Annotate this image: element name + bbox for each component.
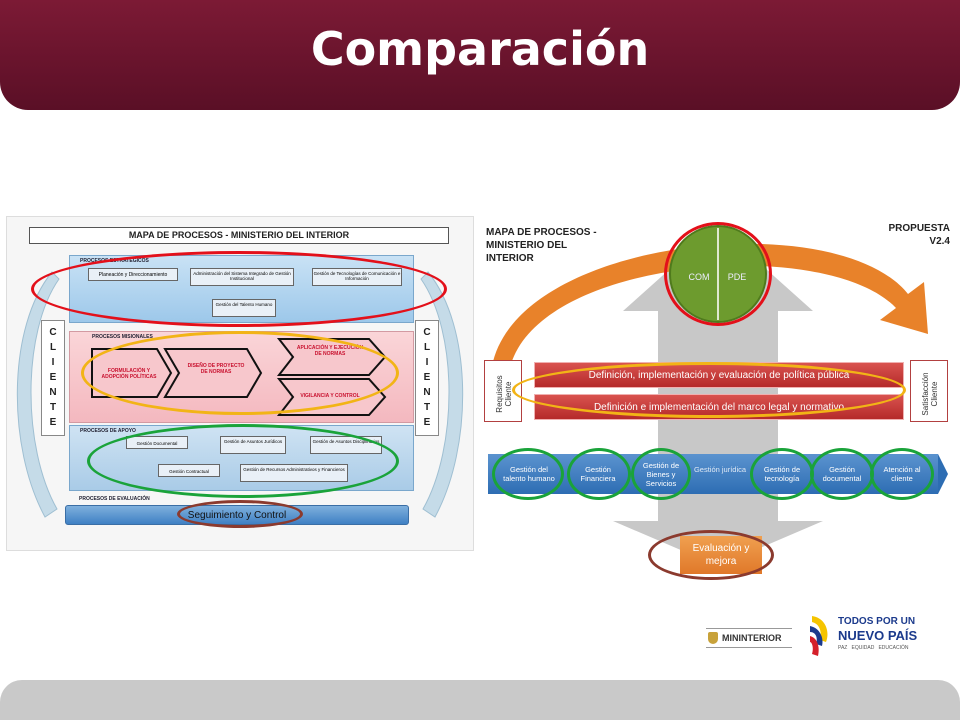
cliente-letters-left: C L I E N T E: [42, 325, 64, 430]
flag-yellow-stripe: [812, 616, 828, 642]
cliente-letter: C: [423, 327, 431, 338]
cliente-letter: L: [49, 342, 57, 353]
cliente-column-right: C L I E N T E: [415, 320, 439, 436]
cliente-letter: E: [49, 372, 57, 383]
green-oval-support-3: [631, 448, 691, 500]
shield-icon: [708, 632, 718, 644]
cliente-letter: T: [49, 402, 57, 413]
misionales-label: PROCESOS MISIONALES: [92, 334, 153, 340]
right-process-map: MAPA DE PROCESOS - MINISTERIO DEL INTERI…: [478, 216, 954, 586]
satisfaccion-cliente-box: Satisfacción Cliente: [910, 360, 948, 422]
orange-curve-arrow: [492, 243, 928, 368]
left-map-title-box: MAPA DE PROCESOS - MINISTERIO DEL INTERI…: [29, 227, 449, 244]
support-arrow-tip: [938, 454, 948, 494]
colombia-flag-icon: [810, 616, 828, 656]
support-item-4: Gestión jurídica: [693, 465, 747, 474]
cliente-letter: L: [423, 342, 431, 353]
right-map-title: MAPA DE PROCESOS - MINISTERIO DEL INTERI…: [486, 227, 597, 264]
cliente-letter: C: [49, 327, 57, 338]
green-oval-support-5: [750, 448, 814, 500]
red-oval-circle: [664, 222, 772, 326]
cliente-column-left: C L I E N T E: [41, 320, 65, 436]
support-bar-tip: [938, 454, 948, 494]
cliente-letter: T: [423, 402, 431, 413]
cliente-letter: N: [423, 387, 431, 398]
cliente-letter: E: [49, 417, 57, 428]
green-oval-support-1: [492, 448, 564, 500]
propuesta-label: PROPUESTA V2.4: [888, 223, 951, 247]
brown-oval-evaluacion: [648, 530, 774, 580]
slogan-line-1: TODOS POR UN: [838, 616, 916, 627]
left-map-title: MAPA DE PROCESOS - MINISTERIO DEL INTERI…: [128, 230, 350, 240]
brown-oval-seguimiento: [177, 500, 303, 528]
green-oval-support-7: [870, 448, 934, 500]
footer-bar: [0, 680, 960, 720]
green-oval-support-2: [567, 448, 631, 500]
red-oval-estrategicos: [31, 251, 447, 327]
flag-red-stripe: [810, 636, 819, 656]
title-bar: [0, 0, 960, 110]
apoyo-label: PROCESOS DE APOYO: [80, 428, 136, 434]
todos-por-un-nuevo-pais-logo: TODOS POR UN NUEVO PAÍS PAZ EQUIDAD EDUC…: [806, 612, 926, 662]
cliente-letter: I: [425, 357, 429, 368]
cliente-letters-right: C L I E N T E: [416, 325, 438, 430]
cliente-letter: I: [51, 357, 55, 368]
flag-blue-stripe: [810, 626, 823, 646]
grey-down-arrow: [613, 486, 823, 566]
yellow-oval-bars: [512, 362, 906, 418]
yellow-oval-misionales: [81, 331, 399, 415]
slogan-line-3: PAZ EQUIDAD EDUCACIÓN: [838, 645, 909, 651]
left-process-map: MAPA DE PROCESOS - MINISTERIO DEL INTERI…: [6, 216, 474, 551]
mininterior-label: MININTERIOR: [722, 633, 782, 643]
green-oval-apoyo: [87, 424, 399, 498]
cliente-letter: E: [423, 417, 431, 428]
slogan-line-2: NUEVO PAÍS: [838, 628, 918, 643]
green-oval-support-6: [810, 448, 874, 500]
evaluacion-label: PROCESOS DE EVALUACIÓN: [79, 496, 150, 502]
cliente-letter: N: [49, 387, 57, 398]
cliente-letter: E: [423, 372, 431, 383]
mininterior-logo: MININTERIOR: [706, 628, 792, 648]
slide-title: Comparación: [310, 22, 650, 76]
